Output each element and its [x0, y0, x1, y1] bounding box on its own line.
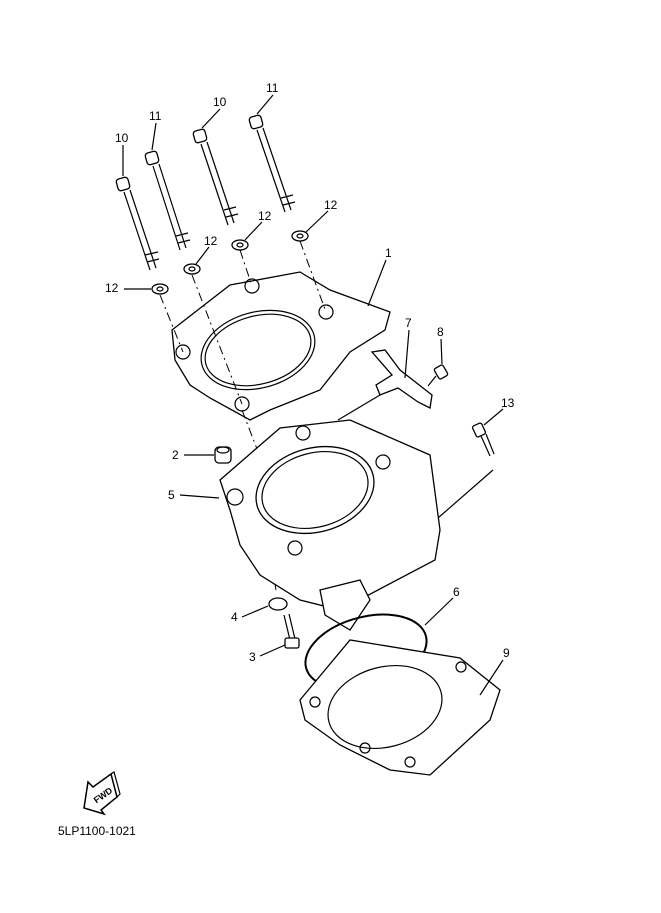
- callout-11: 11: [266, 81, 279, 95]
- part-code: 5LP1100-1021: [58, 824, 136, 838]
- bolt-11-left: [144, 150, 191, 251]
- bolt-11-right: [248, 114, 296, 213]
- callout-8: 8: [437, 325, 444, 339]
- callout-9: 9: [503, 646, 510, 660]
- assembly-lines: [159, 240, 494, 591]
- callout-11: 11: [149, 109, 162, 123]
- bolt-10-right: [192, 128, 239, 226]
- head-gasket: [171, 271, 391, 421]
- bracket: [370, 349, 433, 409]
- callout-12: 12: [258, 209, 272, 223]
- washers-12: [151, 230, 309, 295]
- bolt-3: [283, 613, 300, 649]
- leader-lines: [122, 94, 504, 696]
- callout-3: 3: [249, 650, 256, 664]
- callout-12: 12: [324, 198, 338, 212]
- callout-2: 2: [172, 448, 179, 462]
- callout-6: 6: [453, 585, 460, 599]
- callout-12: 12: [204, 234, 218, 248]
- callout-1: 1: [385, 246, 392, 260]
- callout-12: 12: [105, 281, 119, 295]
- callout-4: 4: [231, 610, 238, 624]
- washer-4: [268, 597, 288, 611]
- dowel-pin: [214, 446, 232, 464]
- bolt-13: [471, 422, 495, 457]
- fwd-arrow-icon: FWD: [83, 771, 121, 816]
- callout-7: 7: [405, 316, 412, 330]
- callout-5: 5: [168, 488, 175, 502]
- callout-10: 10: [213, 95, 227, 109]
- screw-8: [427, 364, 449, 387]
- callout-13: 13: [501, 396, 515, 410]
- callout-10: 10: [115, 131, 129, 145]
- base-gasket: [299, 639, 501, 776]
- bolt-10-left: [115, 176, 160, 271]
- cylinder: [219, 419, 441, 631]
